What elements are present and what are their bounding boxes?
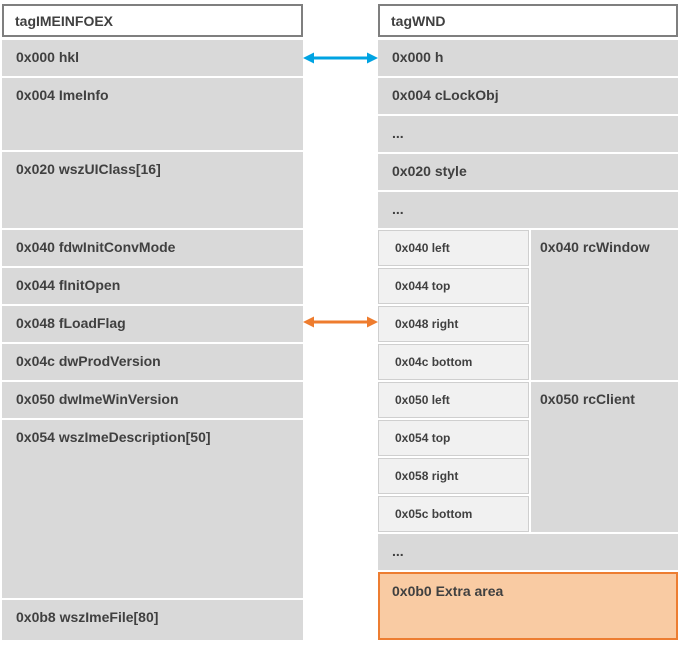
row-ellipsis: ... xyxy=(378,192,678,228)
row-0x05c-bottom: 0x05c bottom xyxy=(378,496,529,532)
row-0x020-wszuiclass-16: 0x020 wszUIClass[16] xyxy=(2,152,303,228)
row-ellipsis: ... xyxy=(378,534,678,570)
row-0x004-clockobj: 0x004 cLockObj xyxy=(378,78,678,114)
group-0x050-rcclient: 0x050 left0x054 top0x058 right0x05c bott… xyxy=(378,382,678,532)
struct-title-tagwnd: tagWND xyxy=(378,4,678,37)
group-label-0x050-rcclient: 0x050 rcClient xyxy=(531,382,678,532)
row-0x054-top: 0x054 top xyxy=(378,420,529,456)
group-label-0x040-rcwindow: 0x040 rcWindow xyxy=(531,230,678,380)
row-0x050-left: 0x050 left xyxy=(378,382,529,418)
struct-title-tagimeinfoex: tagIMEINFOEX xyxy=(2,4,303,37)
row-0x000-hkl: 0x000 hkl xyxy=(2,40,303,76)
double-arrow-floadflag-right xyxy=(303,313,378,331)
row-ellipsis: ... xyxy=(378,116,678,152)
row-0x048-floadflag: 0x048 fLoadFlag xyxy=(2,306,303,342)
struct-tagimeinfoex: tagIMEINFOEX0x000 hkl0x004 ImeInfo0x020 … xyxy=(2,4,303,642)
row-0x044-finitopen: 0x044 fInitOpen xyxy=(2,268,303,304)
row-0x044-top: 0x044 top xyxy=(378,268,529,304)
struct-tagwnd: tagWND0x000 h0x004 cLockObj...0x020 styl… xyxy=(378,4,678,642)
row-0x058-right: 0x058 right xyxy=(378,458,529,494)
row-0x040-fdwinitconvmode: 0x040 fdwInitConvMode xyxy=(2,230,303,266)
double-arrow-hkl-h xyxy=(303,49,378,67)
row-0x04c-dwprodversion: 0x04c dwProdVersion xyxy=(2,344,303,380)
group-cells-0x040-rcwindow: 0x040 left0x044 top0x048 right0x04c bott… xyxy=(378,230,529,380)
row-0x048-right: 0x048 right xyxy=(378,306,529,342)
row-0x04c-bottom: 0x04c bottom xyxy=(378,344,529,380)
row-0x000-h: 0x000 h xyxy=(378,40,678,76)
row-0x0b0-extra-area: 0x0b0 Extra area xyxy=(378,572,678,640)
row-0x004-imeinfo: 0x004 ImeInfo xyxy=(2,78,303,150)
row-0x020-style: 0x020 style xyxy=(378,154,678,190)
row-0x0b8-wszimefile-80: 0x0b8 wszImeFile[80] xyxy=(2,600,303,640)
row-0x054-wszimedescription-50: 0x054 wszImeDescription[50] xyxy=(2,420,303,598)
row-0x040-left: 0x040 left xyxy=(378,230,529,266)
row-0x050-dwimewinversion: 0x050 dwImeWinVersion xyxy=(2,382,303,418)
group-cells-0x050-rcclient: 0x050 left0x054 top0x058 right0x05c bott… xyxy=(378,382,529,532)
group-0x040-rcwindow: 0x040 left0x044 top0x048 right0x04c bott… xyxy=(378,230,678,380)
